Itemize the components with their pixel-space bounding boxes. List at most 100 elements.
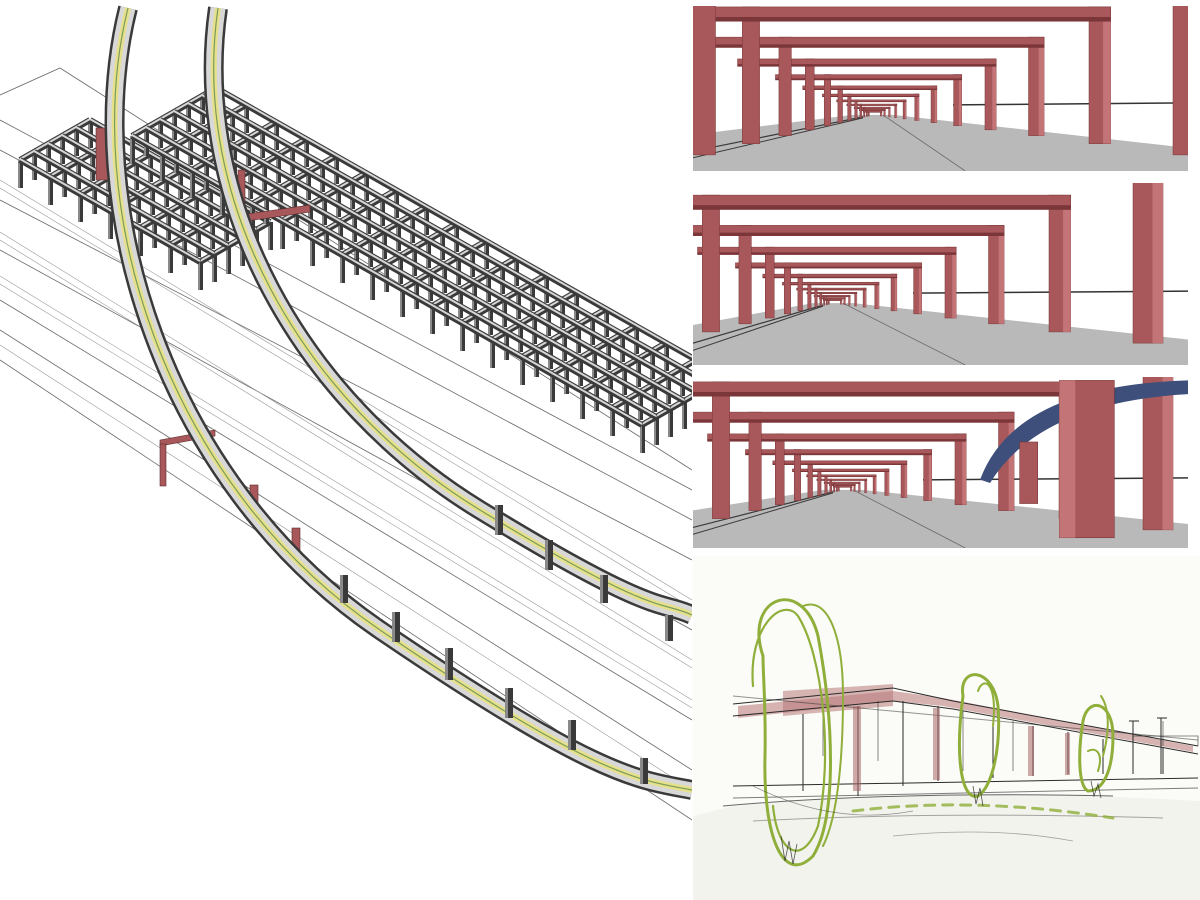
frame-beam bbox=[853, 106, 891, 109]
frame-column-face bbox=[490, 340, 492, 368]
viaduct-pier bbox=[505, 688, 513, 718]
sketch-trees bbox=[751, 598, 1115, 867]
frame-column bbox=[268, 222, 273, 250]
platform-edge bbox=[852, 489, 966, 548]
frame-column-side bbox=[998, 225, 1005, 324]
frame-column-face bbox=[190, 170, 192, 198]
frame-column bbox=[460, 323, 465, 351]
frame-column-side bbox=[887, 468, 889, 496]
frame-column bbox=[370, 272, 375, 300]
frame-beam-shadow bbox=[693, 44, 1045, 48]
frame-column-side bbox=[856, 292, 857, 307]
frame-column-side bbox=[896, 104, 897, 118]
frame-beam-shadow bbox=[707, 439, 967, 442]
frame-beam bbox=[200, 93, 692, 378]
frame-column-left bbox=[702, 194, 720, 333]
viaduct-pier-side bbox=[1059, 380, 1076, 538]
axonometric-svg bbox=[0, 5, 692, 821]
frame-column-face bbox=[280, 221, 282, 249]
frame-beam-highlight bbox=[159, 118, 671, 409]
frame-column-left bbox=[712, 381, 730, 519]
frame-column-side bbox=[904, 460, 907, 498]
frame-beam-shadow bbox=[737, 64, 997, 67]
rail-line bbox=[693, 305, 824, 351]
frame-column bbox=[280, 221, 285, 249]
frame-column-left bbox=[817, 468, 822, 496]
frame-column-side bbox=[849, 295, 851, 306]
frame-column-face bbox=[668, 409, 670, 437]
viaduct-pier-face bbox=[495, 505, 498, 535]
rail-track-lines bbox=[0, 179, 692, 791]
sketch-svg bbox=[693, 598, 1200, 900]
frame-column bbox=[430, 306, 435, 334]
frame-column-face bbox=[654, 417, 656, 445]
frame-column-side bbox=[841, 299, 842, 305]
frame-column-face bbox=[48, 177, 50, 205]
frame-beam-shadow bbox=[836, 101, 907, 102]
frame-beam-highlight bbox=[173, 110, 685, 401]
viaduct-pier bbox=[340, 575, 348, 603]
frame-column-side bbox=[1103, 6, 1111, 144]
perspective-svg-1 bbox=[693, 6, 1188, 171]
sketch-ground bbox=[693, 794, 1200, 900]
frame-column-side bbox=[928, 449, 932, 501]
frame-column-face bbox=[460, 323, 462, 351]
viaduct-pier bbox=[445, 648, 453, 680]
perspective-view-2 bbox=[693, 183, 1188, 365]
frame-column-face bbox=[18, 160, 20, 188]
frame-column-face bbox=[138, 228, 140, 256]
frame-column bbox=[190, 170, 195, 198]
frame-column-side bbox=[851, 485, 852, 491]
frame-column bbox=[550, 374, 555, 402]
frame-beam-shadow bbox=[775, 78, 962, 80]
frame-column bbox=[108, 211, 113, 239]
viaduct-pier-face bbox=[568, 720, 571, 750]
frame-column bbox=[78, 194, 83, 222]
sketch-light-poles bbox=[1129, 717, 1167, 774]
frame-column-side bbox=[1162, 377, 1173, 530]
frame-column-left bbox=[829, 478, 832, 493]
hand-sketch-view bbox=[693, 556, 1200, 900]
frame-beam-shadow bbox=[782, 284, 879, 286]
frame-beam-shadow bbox=[822, 95, 919, 97]
frame-column-left bbox=[805, 58, 815, 131]
viaduct-pier bbox=[392, 612, 400, 642]
frame-beam-shadow bbox=[693, 205, 1071, 210]
curved-viaduct-tracks bbox=[104, 5, 692, 800]
frame-column-face bbox=[682, 401, 684, 429]
frame-column-left bbox=[748, 411, 762, 511]
canopy-frame-grid bbox=[18, 85, 692, 453]
frame-beam bbox=[816, 478, 868, 481]
frame-column-side bbox=[1063, 195, 1071, 332]
viaduct-pier-face bbox=[545, 540, 548, 570]
frame-column bbox=[640, 425, 645, 453]
frame-column-side bbox=[894, 274, 897, 311]
frame-beam bbox=[737, 58, 997, 67]
frame-column-face bbox=[550, 374, 552, 402]
frame-beam bbox=[819, 297, 846, 300]
viaduct-pier-face bbox=[665, 615, 668, 641]
frame-column-side bbox=[918, 262, 922, 314]
frame-beam bbox=[697, 246, 957, 255]
frame-column bbox=[220, 187, 225, 215]
frame-beam-shadow bbox=[806, 476, 877, 477]
frame-column-left bbox=[823, 74, 831, 126]
frame-column bbox=[48, 177, 53, 205]
viaduct-pier bbox=[495, 505, 503, 535]
rail-line bbox=[693, 304, 824, 344]
frame-column-face bbox=[240, 238, 242, 266]
sketch-ink-scribbles bbox=[752, 780, 1102, 865]
viaduct-pier-mid bbox=[1019, 441, 1039, 504]
frame-beam-shadow bbox=[762, 276, 897, 278]
frame-column-side bbox=[992, 58, 997, 130]
viaduct-pier-face bbox=[445, 648, 448, 680]
rail-line bbox=[693, 117, 864, 159]
rail-line bbox=[693, 492, 834, 535]
frame-beam-shadow bbox=[693, 232, 1005, 236]
frame-beam bbox=[806, 292, 858, 295]
frame-column-side bbox=[934, 85, 937, 123]
frame-column-side bbox=[917, 94, 919, 121]
frame-column bbox=[160, 153, 165, 181]
viaduct-pier bbox=[568, 720, 576, 750]
frame-beam-shadow bbox=[697, 252, 957, 255]
